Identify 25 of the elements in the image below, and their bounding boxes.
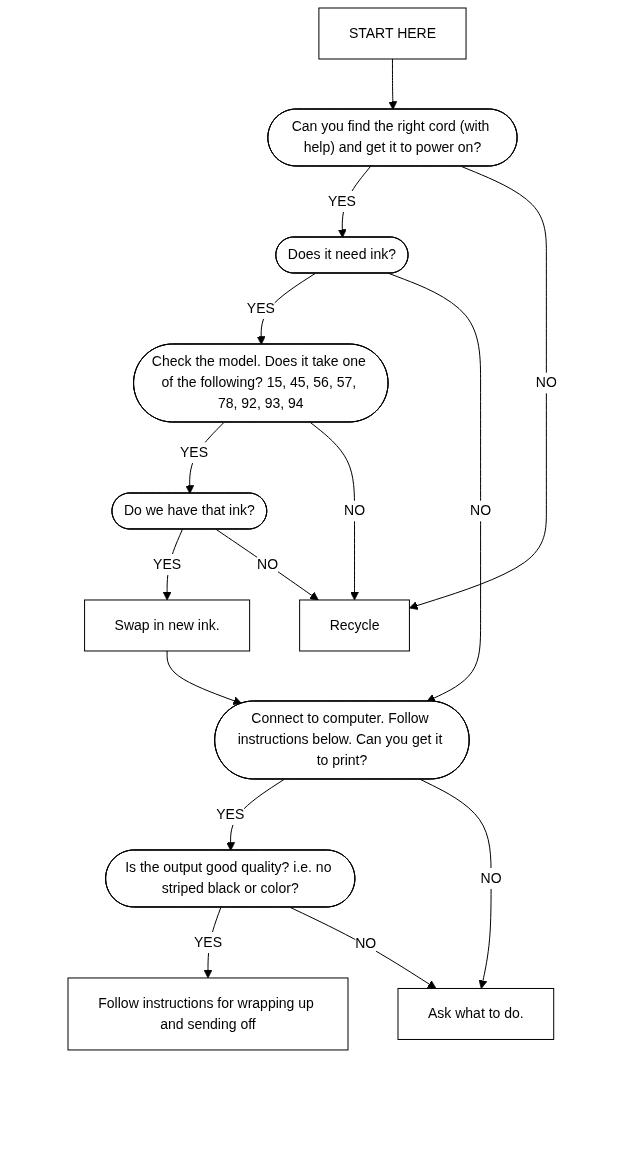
arrow	[388, 273, 482, 703]
edge-label: YES	[153, 555, 182, 572]
node-box: Recycle	[299, 599, 410, 652]
edge-label: YES	[216, 805, 245, 822]
edge-label: YES	[246, 299, 275, 316]
arrow	[388, 58, 398, 110]
arrow	[309, 422, 359, 601]
node-box: Follow instructions for wrapping up and sending off	[67, 977, 349, 1051]
edge-label: YES	[194, 933, 223, 950]
edge-label: NO	[344, 502, 366, 519]
arrow	[289, 906, 437, 989]
edge-label: NO	[535, 374, 557, 391]
arrow	[215, 529, 319, 601]
node-box: START HERE	[318, 7, 467, 60]
node-box: Ask what to do.	[397, 987, 555, 1040]
edge-label: NO	[480, 869, 502, 886]
edge-label: NO	[257, 555, 279, 572]
arrow	[409, 166, 547, 610]
node-box: Swap in new ink.	[84, 599, 251, 652]
edge-label: YES	[180, 444, 209, 461]
arrow	[420, 779, 492, 989]
edge-label: NO	[355, 934, 377, 951]
arrow	[166, 650, 243, 705]
edge-label: NO	[470, 502, 492, 519]
edge-label: YES	[327, 192, 356, 209]
